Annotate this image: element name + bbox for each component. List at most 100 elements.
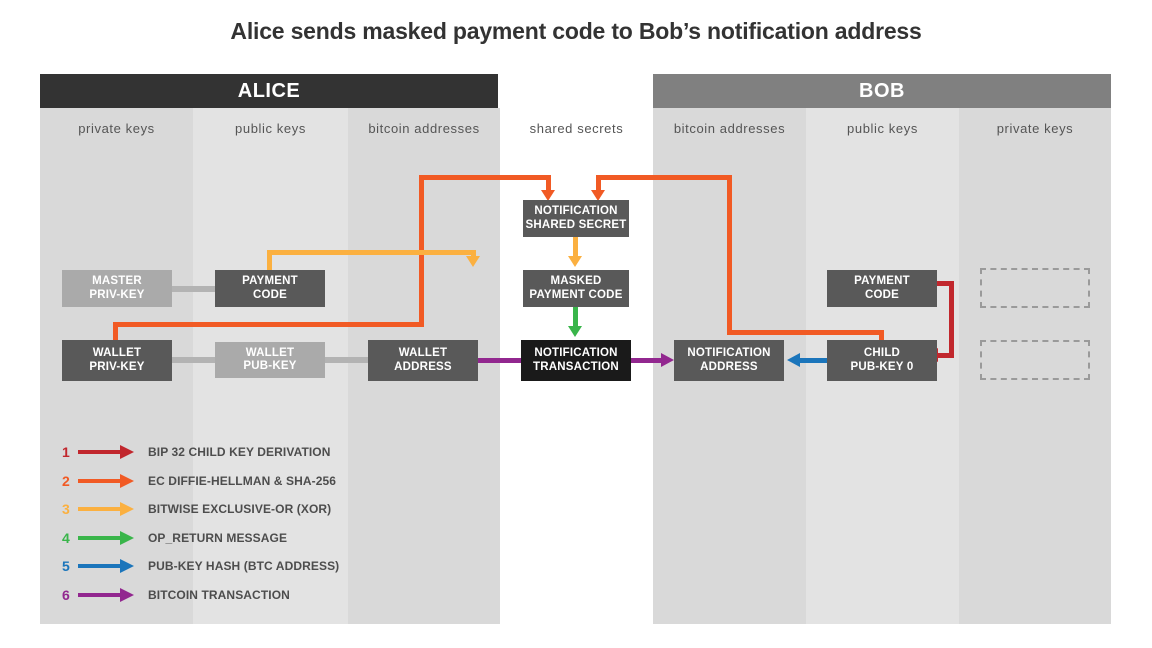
legend-arrow-icon (78, 502, 136, 517)
node-label-line: ADDRESS (700, 360, 758, 373)
connector-wallet-priv-to-pub (172, 357, 215, 363)
node-label-line: CODE (252, 288, 288, 301)
edge-red-vertical (949, 281, 954, 358)
column-label-0: private keys (78, 121, 155, 136)
legend-label: PUB-KEY HASH (BTC ADDRESS) (148, 559, 340, 574)
legend-number: 1 (62, 444, 70, 461)
edge-orange-left-up-from-wallet-privkey (113, 322, 118, 342)
edge-red-from-payment-code-horizontal (937, 281, 954, 286)
legend-arrow-icon (78, 559, 136, 574)
legend-arrow-icon (78, 445, 136, 460)
arrowhead-purple-into-notification-address (661, 353, 674, 367)
node-label-line: CODE (864, 288, 900, 301)
edge-red-into-childpubkey-horizontal (937, 353, 954, 358)
page-title: Alice sends masked payment code to Bob’s… (230, 18, 922, 44)
node-label-line: MASTER (92, 275, 142, 287)
edge-orange-left-down-to-secret (546, 175, 551, 192)
edge-blue-childpubkey-to-address (800, 358, 827, 363)
column-label-3: shared secrets (529, 121, 624, 136)
node-label-line: MASKED (550, 275, 602, 287)
arrowhead-amber-into-masked-from-payment-code (466, 256, 480, 267)
legend-label: BITWISE EXCLUSIVE-OR (XOR) (148, 502, 332, 517)
edge-purple-transaction-to-address (631, 358, 663, 363)
legend-number: 4 (62, 529, 70, 546)
edge-orange-left-horizontal (113, 322, 424, 327)
legend-item-6: 6 BITCOIN TRANSACTION (62, 581, 339, 610)
edge-amber-secret-vertical (573, 237, 578, 259)
node-label-line: PAYMENT (854, 275, 910, 287)
legend: 1 BIP 32 CHILD KEY DERIVATION 2 EC DIFFIE-H… (62, 438, 339, 609)
legend-item-3: 3 BITWISE EXCLUSIVE-OR (XOR) (62, 495, 339, 524)
legend-number: 3 (62, 501, 70, 518)
node-label-line: ADDRESS (394, 360, 452, 373)
connector-master-to-payment-code (172, 286, 215, 292)
node-bob-priv-key-placeholder-2 (980, 340, 1090, 380)
legend-label: BITCOIN TRANSACTION (148, 587, 290, 602)
node-label-line: WALLET (92, 347, 142, 359)
legend-item-5: 5 PUB-KEY HASH (BTC ADDRESS) (62, 552, 339, 581)
node-label-line: PUB-KEY 0 (850, 360, 914, 373)
node-bob-priv-key-placeholder-1 (980, 268, 1090, 308)
arrowhead-blue-into-notification-address (787, 353, 800, 367)
column-label-4: bitcoin addresses (673, 121, 786, 136)
edge-green-vertical (573, 307, 578, 328)
legend-number: 6 (62, 586, 70, 603)
node-label-line: NOTIFICATION (687, 347, 771, 359)
node-label-line: PAYMENT CODE (529, 288, 623, 301)
node-label-line: CHILD (863, 347, 901, 359)
node-label-line: PRIV-KEY (89, 360, 145, 373)
edge-orange-right-up-from-childpubkey (879, 330, 884, 342)
edge-amber-down-to-masked (471, 250, 476, 259)
node-label-line: PUB-KEY (243, 360, 297, 372)
legend-label: EC DIFFIE-HELLMAN & SHA-256 (148, 473, 337, 488)
node-label-line: NOTIFICATION (534, 205, 618, 217)
edge-orange-right-vertical (727, 175, 732, 335)
legend-number: 5 (62, 558, 70, 575)
arrowhead-amber-into-masked-from-secret (568, 256, 582, 267)
legend-arrow-icon (78, 587, 136, 602)
node-label-line: NOTIFICATION (534, 347, 618, 359)
edge-orange-right-lower-horizontal (727, 330, 884, 335)
party-header-bob: BOB (653, 74, 1111, 108)
arrowhead-orange-left-into-shared-secret (541, 190, 555, 201)
legend-item-1: 1 BIP 32 CHILD KEY DERIVATION (62, 438, 339, 467)
column-band-6 (959, 108, 1111, 624)
legend-item-2: 2 EC DIFFIE-HELLMAN & SHA-256 (62, 467, 339, 496)
edge-orange-right-down-to-secret (596, 175, 601, 192)
party-header-alice: ALICE (40, 74, 498, 108)
node-label-line: WALLET (245, 346, 295, 359)
edge-orange-right-top-horizontal (596, 175, 732, 180)
edge-purple-wallet-to-transaction (478, 358, 521, 363)
legend-arrow-icon (78, 473, 136, 488)
edge-amber-horizontal (267, 250, 476, 255)
column-label-6: private keys (996, 121, 1074, 136)
node-label-line: TRANSACTION (533, 360, 619, 373)
node-label-line: WALLET (398, 347, 448, 359)
column-label-5: public keys (847, 121, 918, 136)
column-label-2: bitcoin addresses (368, 121, 480, 136)
node-label-line: PRIV-KEY (89, 288, 145, 301)
node-label-line: SHARED SECRET (525, 218, 627, 231)
connector-wallet-pub-to-address (325, 357, 368, 363)
edge-amber-up-from-payment-code (267, 250, 272, 270)
arrowhead-orange-right-into-shared-secret (591, 190, 605, 201)
arrowhead-green-into-notification-transaction (568, 326, 582, 337)
legend-number: 2 (62, 472, 70, 489)
legend-arrow-icon (78, 530, 136, 545)
column-label-1: public keys (235, 121, 306, 136)
node-label-line: PAYMENT (242, 275, 298, 287)
legend-label: BIP 32 CHILD KEY DERIVATION (148, 445, 331, 460)
